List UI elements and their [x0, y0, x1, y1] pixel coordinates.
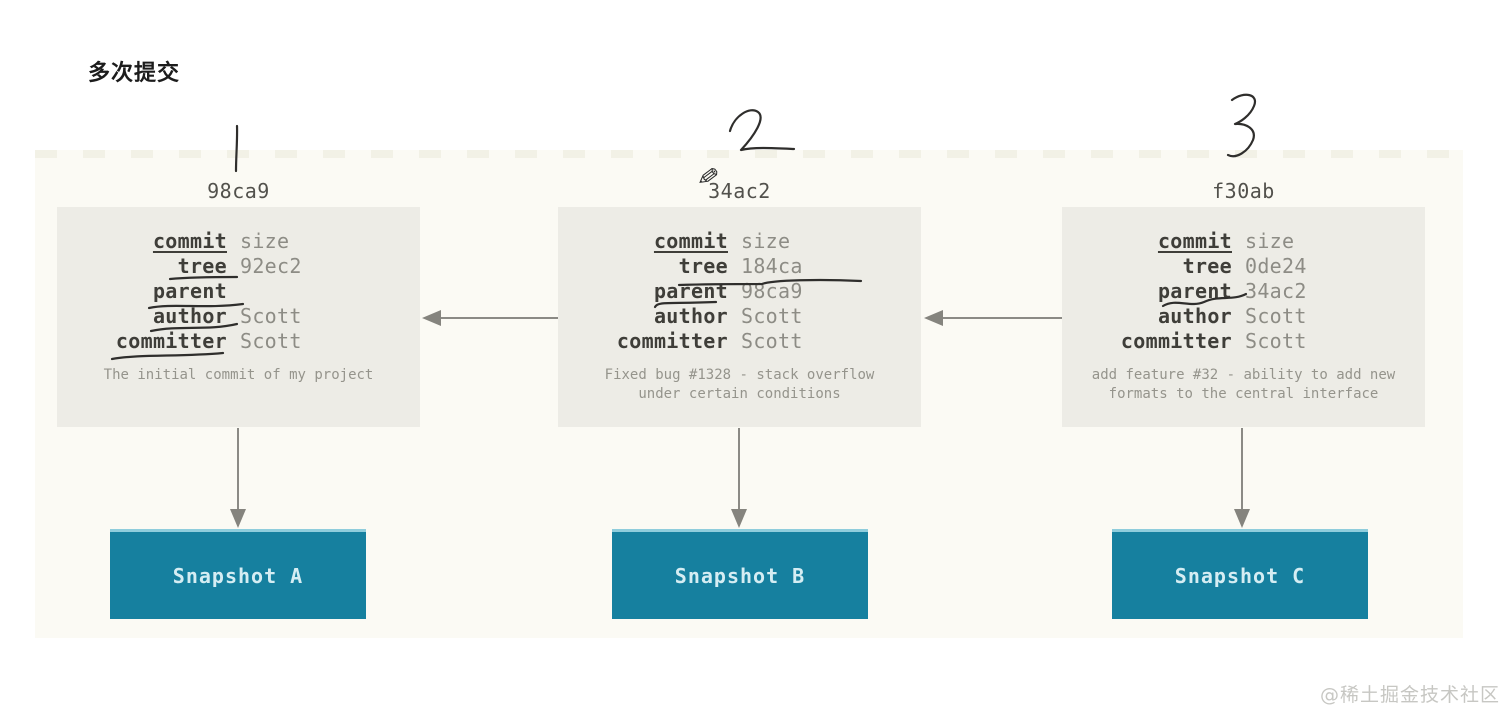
field-label: parent — [152, 279, 227, 303]
commit-message: Fixed bug #1328 - stack overflow under c… — [604, 367, 875, 402]
commit-hash: 98ca9 — [207, 179, 270, 203]
commit-field-row: commit size — [57, 229, 420, 254]
commit-field-row: author Scott — [1062, 304, 1425, 329]
commit-field-row: committer Scott — [1062, 329, 1425, 354]
field-value: Scott — [240, 304, 302, 328]
field-label: committer — [115, 329, 227, 353]
commit-field-row: parent 98ca9 — [558, 279, 921, 304]
field-value: Scott — [1245, 304, 1307, 328]
field-value: 34ac2 — [1245, 279, 1307, 303]
field-value: Scott — [741, 304, 803, 328]
field-value: Scott — [741, 329, 803, 353]
handwritten-mark-2 — [728, 109, 796, 152]
snapshot-label: Snapshot C — [1174, 563, 1306, 588]
commit-message: The initial commit of my project — [103, 367, 374, 383]
field-label: author — [152, 304, 227, 328]
commit-field-row: author Scott — [57, 304, 420, 329]
field-value: 92ec2 — [240, 254, 302, 278]
field-label: tree — [177, 254, 227, 278]
commit-box: commit size tree 92ec2 parent author Sco… — [57, 207, 420, 427]
snapshot-box-a: Snapshot A — [110, 529, 366, 619]
snapshot-label: Snapshot A — [172, 563, 304, 588]
handwritten-mark-3 — [1226, 93, 1257, 158]
commit-column-3: f30ab commit size tree 0de24 parent 34ac… — [1062, 178, 1425, 427]
field-value: 0de24 — [1245, 254, 1307, 278]
field-value: size — [240, 229, 290, 253]
commit-field-row: author Scott — [558, 304, 921, 329]
commit-field-row: commit size — [558, 229, 921, 254]
pencil-cursor-icon: ✎ — [695, 161, 721, 195]
commit-hash: f30ab — [1212, 179, 1275, 203]
field-value: size — [741, 229, 791, 253]
field-value: 98ca9 — [741, 279, 803, 303]
commit-field-row: commit size — [1062, 229, 1425, 254]
snapshot-box-b: Snapshot B — [612, 529, 868, 619]
field-label: commit — [653, 229, 728, 253]
commit-field-row: tree 0de24 — [1062, 254, 1425, 279]
commit-hash: 34ac2 — [708, 179, 771, 203]
field-label: tree — [1182, 254, 1232, 278]
field-label: committer — [616, 329, 728, 353]
snapshot-box-c: Snapshot C — [1112, 529, 1368, 619]
commit-field-row: parent — [57, 279, 420, 304]
commit-box: commit size tree 184ca parent 98ca9 auth… — [558, 207, 921, 427]
field-label: parent — [1157, 279, 1232, 303]
field-label: tree — [678, 254, 728, 278]
field-label: parent — [653, 279, 728, 303]
field-value: size — [1245, 229, 1295, 253]
commit-field-row: tree 92ec2 — [57, 254, 420, 279]
watermark: @稀土掘金技术社区 — [1319, 684, 1500, 706]
commit-box: commit size tree 0de24 parent 34ac2 auth… — [1062, 207, 1425, 427]
field-label: commit — [1157, 229, 1232, 253]
commit-field-row: tree 184ca — [558, 254, 921, 279]
field-label: author — [1157, 304, 1232, 328]
field-value: 184ca — [741, 254, 803, 278]
commit-column-1: 98ca9 commit size tree 92ec2 parent auth… — [57, 178, 420, 427]
commit-field-row: parent 34ac2 — [1062, 279, 1425, 304]
page-title: 多次提交 — [88, 61, 181, 86]
commit-field-row: committer Scott — [57, 329, 420, 354]
field-value: Scott — [240, 329, 302, 353]
commit-field-row: committer Scott — [558, 329, 921, 354]
commit-message: add feature #32 - ability to add new for… — [1091, 367, 1396, 402]
panel-top-dashed-edge — [35, 150, 1463, 158]
field-value: Scott — [1245, 329, 1307, 353]
field-label: author — [653, 304, 728, 328]
commit-column-2: 34ac2 commit size tree 184ca parent 98ca… — [558, 178, 921, 427]
snapshot-label: Snapshot B — [674, 563, 806, 588]
field-label: commit — [152, 229, 227, 253]
field-label: committer — [1120, 329, 1232, 353]
